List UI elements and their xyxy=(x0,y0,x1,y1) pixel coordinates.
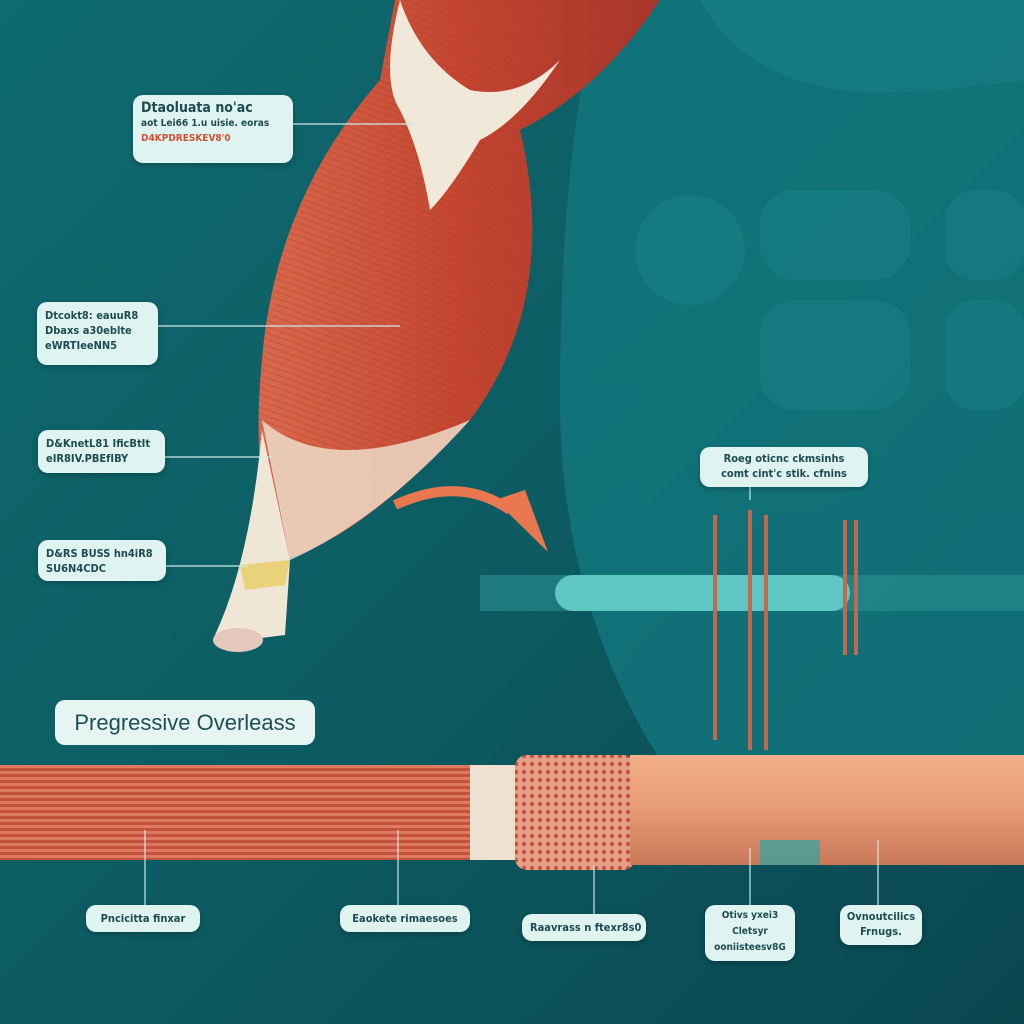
label-line: Eaokete rimaesoes xyxy=(352,912,458,925)
diagram-title: Pregressive Overleass xyxy=(55,700,315,745)
label-line: Raavrass n ftexr8s0 xyxy=(530,921,642,934)
label-line: Dtaoluata no'ac xyxy=(141,100,253,116)
label-line: eWRTIeeNN5 xyxy=(45,339,118,352)
label-box: Dtaoluata no'ac aot Lei66 1.u uisie. eor… xyxy=(133,95,293,163)
torso-silhouette xyxy=(560,0,1024,760)
label-line: Frnugs. xyxy=(860,925,902,938)
label-box: Pncicitta finxar xyxy=(86,905,200,932)
muscle-fiber-bar xyxy=(0,755,1024,870)
label-box: Raavrass n ftexr8s0 xyxy=(522,914,646,941)
muscle xyxy=(213,0,660,652)
label-line: eIR8IV.PBEfIBY xyxy=(46,452,129,465)
label-line: Roeg oticnc ckmsinhs xyxy=(723,452,845,465)
label-line: Cletsyr xyxy=(732,926,768,937)
label-line: D4KPDRESKEV8'0 xyxy=(141,133,231,144)
label-box: D&RS BUSS hn4iR8 SU6N4CDC xyxy=(38,540,166,581)
label-line: D&RS BUSS hn4iR8 xyxy=(46,547,153,560)
label-line: Dtcokt8: eauuR8 xyxy=(45,309,139,322)
label-line: Otivs yxei3 xyxy=(721,910,779,921)
label-box: Eaokete rimaesoes xyxy=(340,905,470,932)
label-line: Dbaxs a30eblte xyxy=(45,324,132,337)
label-line: comt cint'c stik. cfnins xyxy=(721,467,847,480)
fiber-rope xyxy=(555,575,850,611)
label-line: Pncicitta finxar xyxy=(100,912,186,925)
fiber-strands xyxy=(713,510,858,750)
label-line: D&KnetL81 IficBtIt xyxy=(46,437,151,450)
arrow-icon xyxy=(392,486,548,552)
label-box: Dtcokt8: eauuR8 Dbaxs a30eblte eWRTIeeNN… xyxy=(37,302,158,365)
leader-lines xyxy=(144,123,879,915)
label-box: D&KnetL81 IficBtIt eIR8IV.PBEfIBY xyxy=(38,430,165,473)
label-line: Ovnoutcilics xyxy=(846,910,916,923)
label-line: SU6N4CDC xyxy=(46,562,106,575)
label-line: aot Lei66 1.u uisie. eoras xyxy=(141,118,270,129)
label-box: Ovnoutcilics Frnugs. xyxy=(840,905,922,945)
label-box: Otivs yxei3 Cletsyr ooniisteesv8G xyxy=(705,905,795,961)
label-box: Roeg oticnc ckmsinhs comt cint'c stik. c… xyxy=(700,447,868,487)
label-line: ooniisteesv8G xyxy=(714,942,786,953)
